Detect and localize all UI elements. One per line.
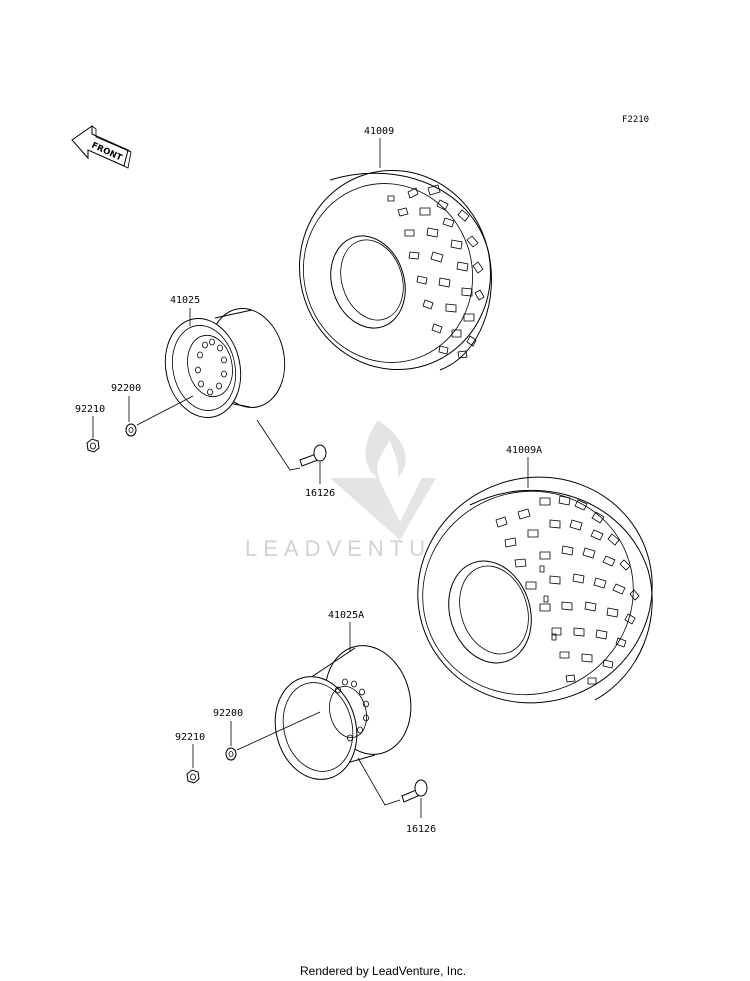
axle-line-front <box>136 395 194 426</box>
front-tire-41009[interactable] <box>274 146 517 395</box>
front-wheel-41025[interactable] <box>156 301 293 424</box>
label-92200-front[interactable]: 92200 <box>111 383 141 394</box>
front-arrow-icon: FRONT <box>71 125 132 169</box>
rear-valve-16126[interactable] <box>401 779 428 803</box>
label-92210-front[interactable]: 92210 <box>75 404 105 415</box>
label-16126-front[interactable]: 16126 <box>305 488 335 499</box>
label-41025[interactable]: 41025 <box>170 295 200 306</box>
label-41009A[interactable]: 41009A <box>506 445 542 456</box>
front-valve-16126[interactable] <box>299 444 327 467</box>
front-nut-92210[interactable] <box>86 438 100 453</box>
rear-washer-92200[interactable] <box>225 747 237 761</box>
label-41025A[interactable]: 41025A <box>328 610 364 621</box>
label-92200-rear[interactable]: 92200 <box>213 708 243 719</box>
rear-tire-41009A[interactable] <box>384 442 687 738</box>
leader-valve-front-wheel <box>256 419 301 471</box>
footer-credit: Rendered by LeadVenture, Inc. <box>300 964 466 978</box>
front-washer-92200[interactable] <box>125 423 137 437</box>
rear-nut-92210[interactable] <box>186 769 200 784</box>
watermark-logo-icon <box>330 420 436 540</box>
rear-wheel-41025A[interactable] <box>265 636 422 788</box>
diagram-ref-code: F2210 <box>622 115 649 125</box>
label-16126-rear[interactable]: 16126 <box>406 824 436 835</box>
label-41009[interactable]: 41009 <box>364 126 394 137</box>
axle-line-rear <box>236 711 321 751</box>
label-92210-rear[interactable]: 92210 <box>175 732 205 743</box>
leader-valve-rear-wheel <box>357 757 401 806</box>
